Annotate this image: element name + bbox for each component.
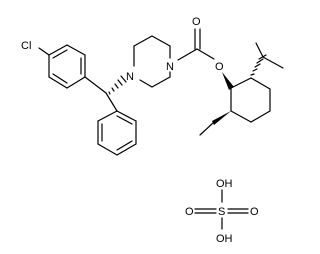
piperazine-n-right-label: N (166, 61, 174, 73)
ring-to-methine-bond (84, 76, 107, 94)
methine-to-phenyl-bond (105, 92, 118, 112)
bold-wedge-bond (222, 72, 234, 90)
cl-bond (38, 47, 50, 56)
structure-diagram: Cl N N O O (21, 16, 284, 245)
carbonyl-o-label: O (192, 16, 201, 28)
carbonyl-to-ester-o-bond (196, 48, 215, 60)
piperazine-ring (133, 35, 171, 88)
acid-o-right-label: O (250, 206, 259, 218)
acid-o-bottom-label: OH (216, 233, 233, 245)
chlorophenyl-ring (48, 44, 86, 89)
methyl-wedge-bond (212, 111, 231, 125)
sulfuric-acid: OH O S O OH (185, 178, 259, 245)
acid-sulfur-label: S (218, 206, 225, 218)
acid-o-top-label: OH (216, 178, 233, 190)
n-to-carbonyl-bond (177, 48, 198, 61)
phenyl-ring (97, 110, 137, 156)
piperazine-n-left-label: N (126, 71, 134, 83)
structure-canvas: Cl N N O O (21, 16, 284, 245)
methyl-bond (199, 122, 214, 136)
hashed-wedge-bond (108, 75, 127, 95)
acid-o-left-label: O (185, 206, 194, 218)
cyclohexane-ring (230, 77, 271, 123)
isopropyl-group (255, 42, 284, 69)
ester-o-label: O (215, 61, 224, 73)
chlorine-label: Cl (21, 40, 31, 52)
